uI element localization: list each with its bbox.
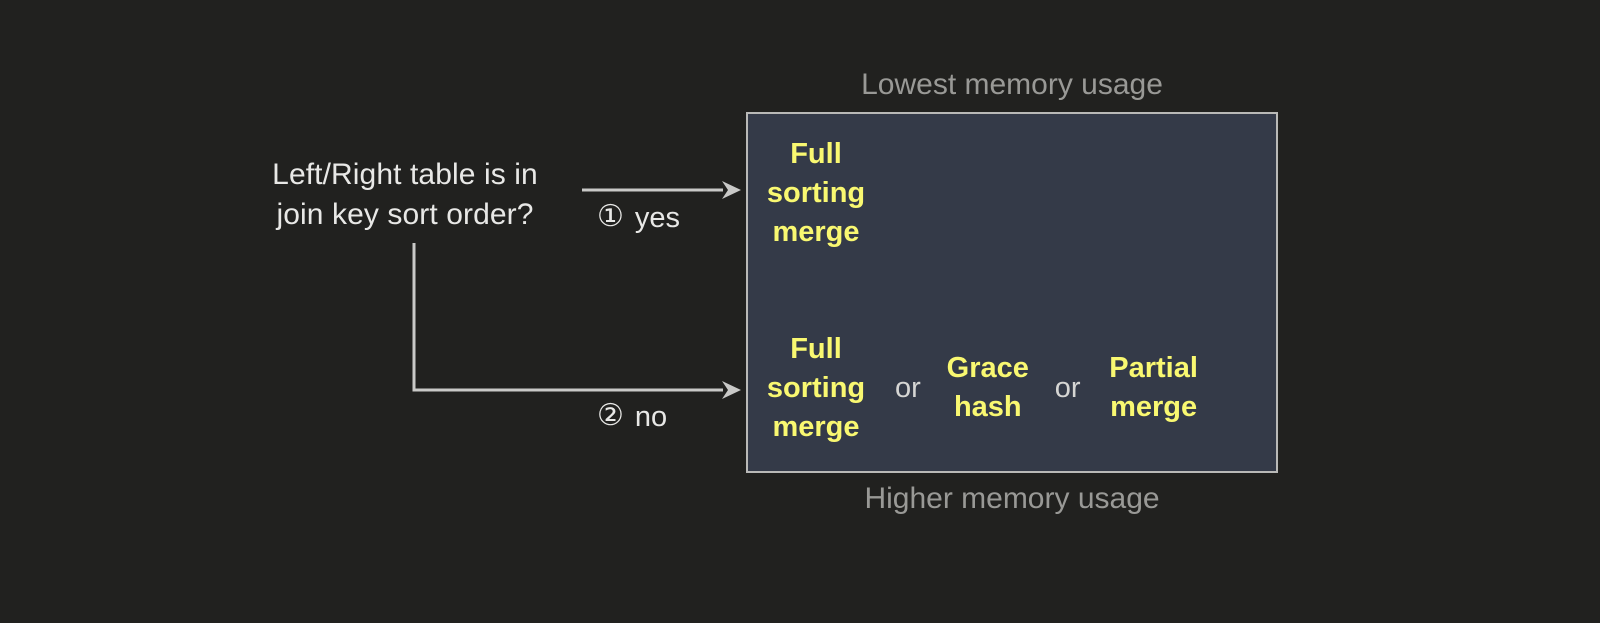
branch-number-2: ② (597, 399, 624, 432)
option-separator-2: or (1054, 371, 1081, 404)
branch-text-yes: yes (634, 201, 681, 234)
decision-question: Left/Right table is in join key sort ord… (272, 158, 538, 231)
branch-no-elbow-line (412, 243, 723, 392)
option-grace-hash: Grace hash (946, 352, 1029, 424)
branch-label-yes: ① yes (597, 200, 681, 234)
branch-text-no: no (634, 400, 668, 433)
branch-yes-arrowhead (722, 181, 741, 199)
outcome-panel (746, 112, 1278, 473)
outcome-row-sorted: Full sorting merge (746, 135, 1278, 252)
caption-lowest-memory-usage: Lowest memory usage (861, 68, 1163, 101)
option-separator-1: or (895, 371, 921, 404)
branch-label-no: ② no (597, 399, 668, 433)
outcome-row-unsorted: Full sorting merge or Grace hash or Part… (746, 330, 1278, 447)
option-full-sorting-merge: Full sorting merge (766, 333, 866, 443)
option-full-sorting-merge-sorted: Full sorting merge (766, 138, 866, 248)
caption-higher-memory-usage: Higher memory usage (864, 482, 1160, 515)
branch-no-arrowhead (722, 381, 741, 399)
option-partial-merge: Partial merge (1109, 352, 1198, 424)
branch-number-1: ① (597, 200, 624, 233)
